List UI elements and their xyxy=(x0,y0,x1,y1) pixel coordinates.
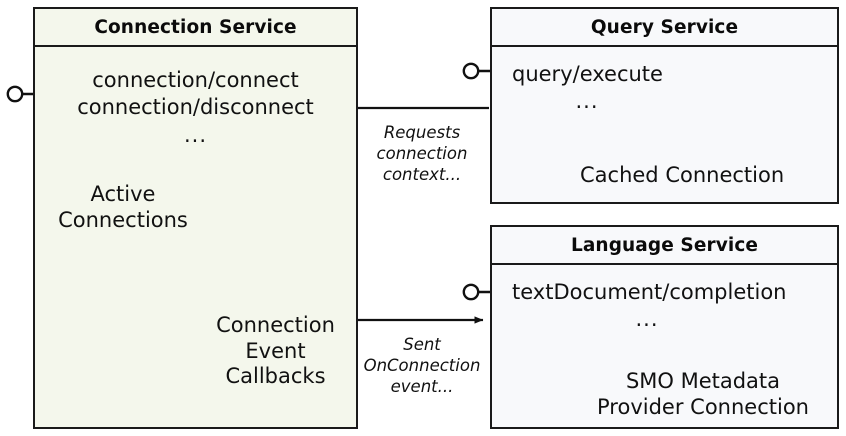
component-connection-service[interactable]: Connection Service connection/connect co… xyxy=(33,7,358,429)
connection-service-body: connection/connect connection/disconnect… xyxy=(35,47,356,427)
connection-service-title: Connection Service xyxy=(35,9,356,47)
component-query-service[interactable]: Query Service query/execute ... Cached C… xyxy=(490,7,839,204)
operation-ellipsis: ... xyxy=(183,122,208,147)
component-language-service[interactable]: Language Service textDocument/completion… xyxy=(490,225,839,429)
language-service-title: Language Service xyxy=(492,227,837,265)
operation-textdocument-completion[interactable]: textDocument/completion xyxy=(512,280,787,304)
label-connection-event-callbacks: Connection Event Callbacks xyxy=(216,313,335,389)
operation-query-execute[interactable]: query/execute xyxy=(512,62,663,86)
language-service-operations: textDocument/completion ... xyxy=(512,279,823,334)
connector-label-sent-onconnection-event: Sent OnConnection event... xyxy=(363,335,481,397)
query-service-operations: query/execute ... xyxy=(512,61,817,116)
language-service-body: textDocument/completion ... SMO Metadata… xyxy=(492,265,837,427)
label-smo-metadata-provider-connection: SMO Metadata Provider Connection xyxy=(597,369,809,419)
operation-ellipsis: ... xyxy=(575,89,599,114)
connection-service-operations: connection/connect connection/disconnect… xyxy=(35,67,356,149)
query-service-body: query/execute ... Cached Connection xyxy=(492,47,837,202)
operation-connection-disconnect[interactable]: connection/disconnect xyxy=(77,95,314,120)
operation-connection-connect[interactable]: connection/connect xyxy=(92,68,299,92)
label-active-connections: Active Connections xyxy=(58,182,188,232)
query-service-title: Query Service xyxy=(492,9,837,47)
connector-label-requests-connection-context: Requests connection context... xyxy=(376,123,468,185)
label-cached-connection: Cached Connection xyxy=(580,163,785,187)
operation-ellipsis: ... xyxy=(635,307,659,332)
